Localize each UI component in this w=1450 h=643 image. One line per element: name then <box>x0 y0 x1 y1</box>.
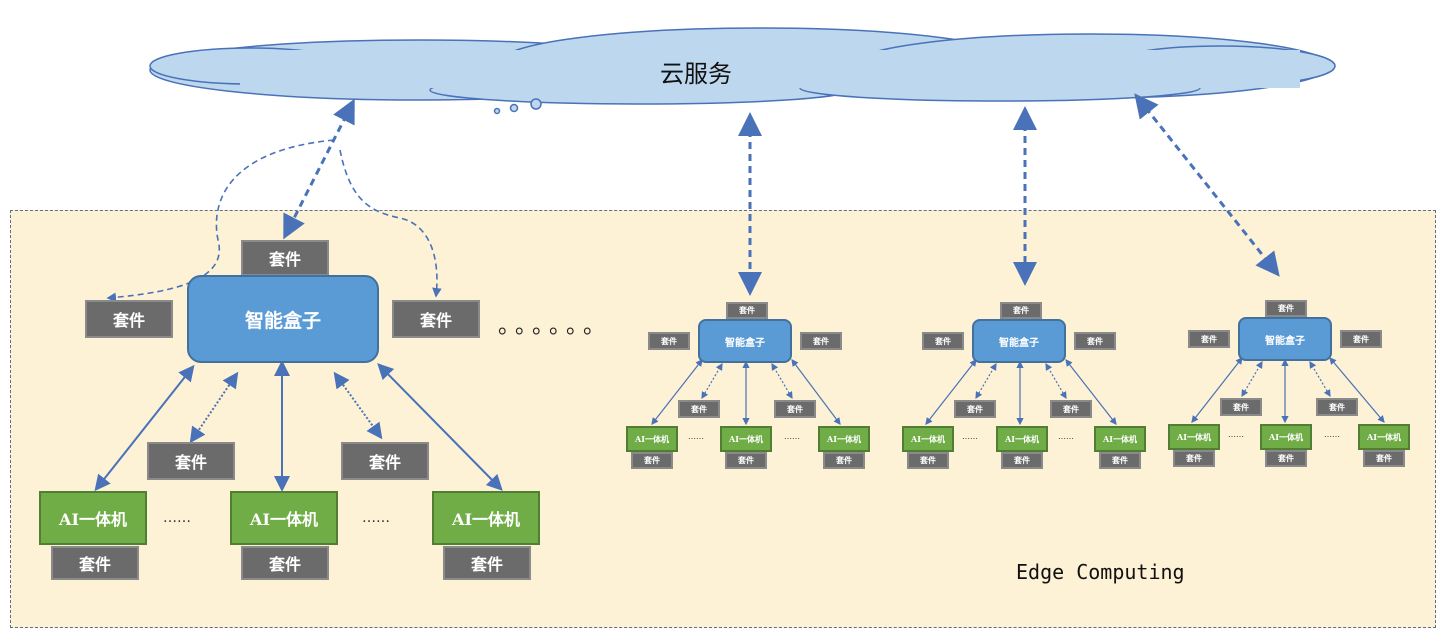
ai-unit-3: AI一体机 <box>818 426 870 452</box>
kit-mid-left: 套件 <box>678 400 720 418</box>
cloud-service-label: 云服务 <box>660 60 732 88</box>
smart-box: 智能盒子 <box>1238 317 1332 361</box>
ai-unit-1: AI一体机 <box>902 426 954 452</box>
arc-to-right-kit <box>339 149 442 298</box>
kit-mid-left: 套件 <box>147 442 235 480</box>
ellipsis: …… <box>163 510 191 526</box>
arc-to-left-kit <box>106 139 335 303</box>
kit-under-ai-3: 套件 <box>823 452 865 469</box>
kit-mid-right: 套件 <box>774 400 816 418</box>
kit-left: 套件 <box>922 332 964 350</box>
cloud-bubbles <box>493 98 542 115</box>
kit-under-ai-3: 套件 <box>443 546 531 580</box>
kit-top: 套件 <box>1000 302 1042 319</box>
kit-under-ai-1: 套件 <box>1173 450 1215 467</box>
kit-right: 套件 <box>800 332 842 350</box>
kit-mid-right: 套件 <box>1050 400 1092 418</box>
ai-unit-1: AI一体机 <box>1168 424 1220 450</box>
kit-right: 套件 <box>1340 330 1382 348</box>
kit-mid-left: 套件 <box>954 400 996 418</box>
kit-mid-right: 套件 <box>341 442 429 480</box>
kit-mid-right: 套件 <box>1316 398 1358 416</box>
kit-under-ai-1: 套件 <box>907 452 949 469</box>
cloud-link-4 <box>1134 93 1280 277</box>
ai-unit-2: AI一体机 <box>1260 424 1312 450</box>
ellipsis: …… <box>362 510 390 526</box>
ai-unit-3: AI一体机 <box>432 491 540 545</box>
smart-box: 智能盒子 <box>972 319 1066 363</box>
kit-under-ai-1: 套件 <box>631 452 673 469</box>
kit-left: 套件 <box>1188 330 1230 348</box>
cloud-link-1 <box>283 98 355 240</box>
ai-unit-3: AI一体机 <box>1094 426 1146 452</box>
kit-top: 套件 <box>726 302 768 319</box>
ellipsis: …… <box>962 432 978 441</box>
ai-unit-3: AI一体机 <box>1358 424 1410 450</box>
smart-box: 智能盒子 <box>698 319 792 363</box>
kit-under-ai-3: 套件 <box>1099 452 1141 469</box>
kit-under-ai-3: 套件 <box>1363 450 1405 467</box>
ellipsis: …… <box>1058 432 1074 441</box>
kit-under-ai-2: 套件 <box>1265 450 1307 467</box>
kit-top: 套件 <box>241 240 329 276</box>
edge-computing-label: Edge Computing <box>1016 560 1185 584</box>
kit-left: 套件 <box>85 300 173 338</box>
ai-unit-1: AI一体机 <box>626 426 678 452</box>
kit-under-ai-2: 套件 <box>1001 452 1043 469</box>
ellipsis: …… <box>1324 430 1340 439</box>
smart-box: 智能盒子 <box>187 275 379 363</box>
ellipsis: …… <box>1228 430 1244 439</box>
kit-under-ai-2: 套件 <box>725 452 767 469</box>
ellipsis: …… <box>688 432 704 441</box>
ellipsis: …… <box>784 432 800 441</box>
kit-under-ai-2: 套件 <box>241 546 329 580</box>
ai-unit-2: AI一体机 <box>230 491 338 545</box>
kit-under-ai-1: 套件 <box>51 546 139 580</box>
ai-unit-1: AI一体机 <box>39 491 147 545</box>
kit-left: 套件 <box>648 332 690 350</box>
kit-mid-left: 套件 <box>1220 398 1262 416</box>
more-clusters-ellipsis: 。。。。。。 <box>498 314 612 339</box>
kit-right: 套件 <box>1074 332 1116 350</box>
ai-unit-2: AI一体机 <box>996 426 1048 452</box>
ai-unit-2: AI一体机 <box>720 426 772 452</box>
kit-top: 套件 <box>1265 300 1307 317</box>
kit-right: 套件 <box>392 300 480 338</box>
